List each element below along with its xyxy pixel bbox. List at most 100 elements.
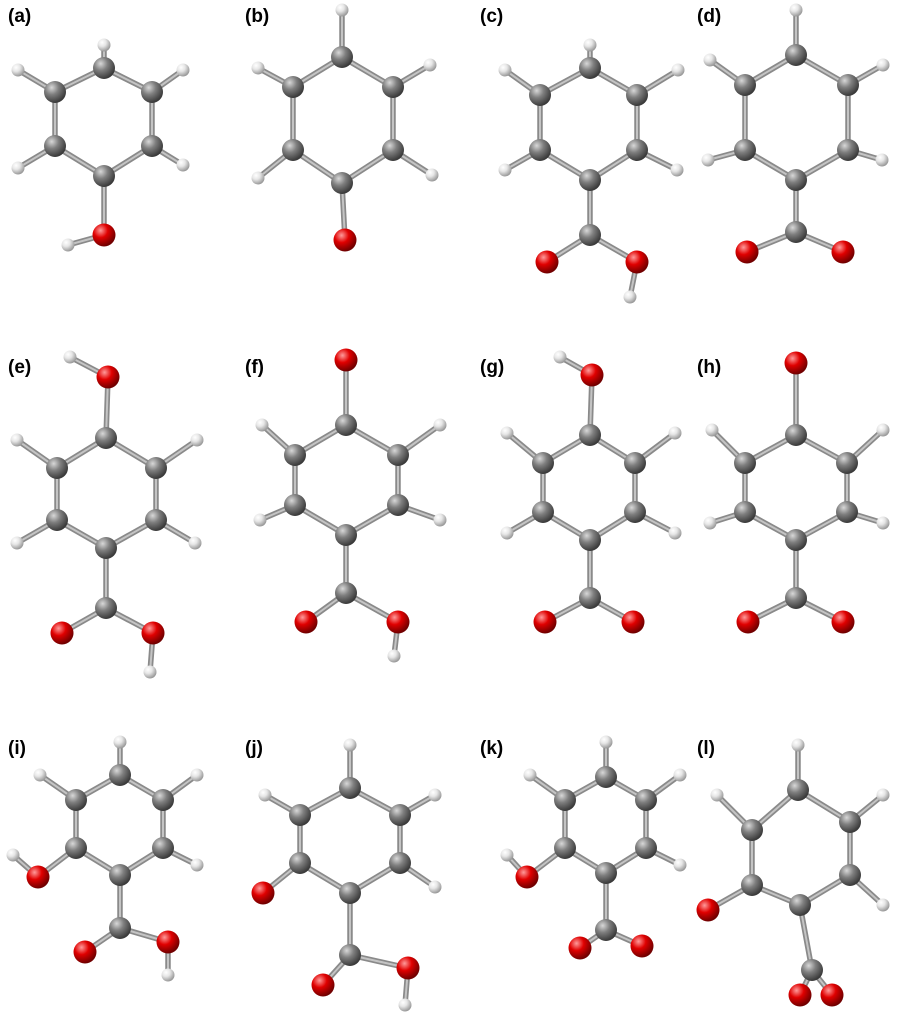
carbon-atom: [787, 779, 809, 801]
oxygen-atom: [784, 351, 808, 375]
carbon-atom: [579, 169, 601, 191]
carbon-atom: [579, 424, 601, 446]
oxygen-atom: [533, 610, 557, 634]
molecule-d: [701, 3, 890, 264]
oxygen-atom: [73, 940, 97, 964]
carbon-atom: [837, 139, 859, 161]
hydrogen-atom: [876, 516, 890, 530]
carbon-atom: [579, 587, 601, 609]
carbon-atom: [532, 501, 554, 523]
carbon-atom: [734, 74, 756, 96]
molecule-g: [500, 350, 682, 634]
bond: [799, 904, 813, 971]
panel-label-h: (h): [697, 357, 722, 378]
carbon-atom: [554, 789, 576, 811]
carbon-atom: [529, 139, 551, 161]
carbon-atom: [152, 837, 174, 859]
carbon-atom: [624, 452, 646, 474]
carbon-atom: [626, 139, 648, 161]
carbon-atom: [734, 501, 756, 523]
hydrogen-atom: [673, 768, 687, 782]
oxygen-atom: [696, 898, 720, 922]
carbon-atom: [335, 524, 357, 546]
hydrogen-atom: [188, 536, 202, 550]
carbon-atom: [382, 139, 404, 161]
panel-label-d: (d): [697, 6, 722, 27]
oxygen-atom: [92, 223, 116, 247]
oxygen-atom: [820, 983, 844, 1007]
carbon-atom: [626, 84, 648, 106]
carbon-atom: [785, 529, 807, 551]
hydrogen-atom: [251, 61, 265, 75]
carbon-atom: [339, 882, 361, 904]
hydrogen-atom: [335, 3, 349, 17]
hydrogen-atom: [710, 788, 724, 802]
hydrogen-atom: [500, 526, 514, 540]
hydrogen-atom: [423, 58, 437, 72]
oxygen-atom: [831, 610, 855, 634]
molecule-e: [10, 350, 204, 679]
oxygen-atom: [735, 240, 759, 264]
panel-label-e: (e): [8, 357, 32, 378]
carbon-atom: [339, 777, 361, 799]
carbon-atom: [595, 919, 617, 941]
carbon-atom: [331, 46, 353, 68]
carbon-atom: [789, 894, 811, 916]
hydrogen-atom: [11, 63, 25, 77]
oxygen-atom: [621, 610, 645, 634]
hydrogen-atom: [387, 649, 401, 663]
hydrogen-atom: [876, 58, 890, 72]
carbon-atom: [284, 494, 306, 516]
carbon-atom: [635, 837, 657, 859]
carbon-atom: [282, 76, 304, 98]
hydrogen-atom: [583, 38, 597, 52]
carbon-atom: [785, 169, 807, 191]
carbon-atom: [145, 457, 167, 479]
panel-label-i: (i): [8, 738, 26, 759]
oxygen-atom: [396, 956, 420, 980]
hydrogen-atom: [6, 848, 20, 862]
oxygen-atom: [580, 363, 604, 387]
hydrogen-atom: [498, 63, 512, 77]
hydrogen-atom: [433, 513, 447, 527]
carbon-atom: [335, 414, 357, 436]
carbon-atom: [93, 165, 115, 187]
molecule-f: [253, 348, 447, 663]
carbon-atom: [785, 44, 807, 66]
carbon-atom: [554, 837, 576, 859]
carbon-atom: [284, 444, 306, 466]
hydrogen-atom: [701, 153, 715, 167]
oxygen-atom: [96, 365, 120, 389]
hydrogen-atom: [703, 53, 717, 67]
carbon-atom: [387, 494, 409, 516]
molecule-c: [498, 38, 685, 304]
carbon-atom: [801, 959, 823, 981]
oxygen-atom: [386, 610, 410, 634]
hydrogen-atom: [113, 735, 127, 749]
hydrogen-atom: [190, 433, 204, 447]
hydrogen-atom: [61, 238, 75, 252]
oxygen-atom: [141, 621, 165, 645]
carbon-atom: [109, 764, 131, 786]
oxygen-atom: [333, 228, 357, 252]
oxygen-atom: [334, 348, 358, 372]
hydrogen-atom: [876, 423, 890, 437]
hydrogen-atom: [791, 738, 805, 752]
hydrogen-atom: [705, 423, 719, 437]
molecule-b: [251, 3, 439, 252]
hydrogen-atom: [876, 788, 890, 802]
carbon-atom: [65, 789, 87, 811]
oxygen-atom: [294, 610, 318, 634]
panel-label-g: (g): [480, 357, 505, 378]
hydrogen-atom: [398, 998, 412, 1012]
carbon-atom: [282, 139, 304, 161]
hydrogen-atom: [599, 735, 613, 749]
hydrogen-atom: [670, 163, 684, 177]
carbon-atom: [579, 57, 601, 79]
panel-label-f: (f): [245, 357, 264, 378]
panel-label-j: (j): [245, 738, 263, 759]
carbon-atom: [44, 81, 66, 103]
carbon-atom: [734, 139, 756, 161]
